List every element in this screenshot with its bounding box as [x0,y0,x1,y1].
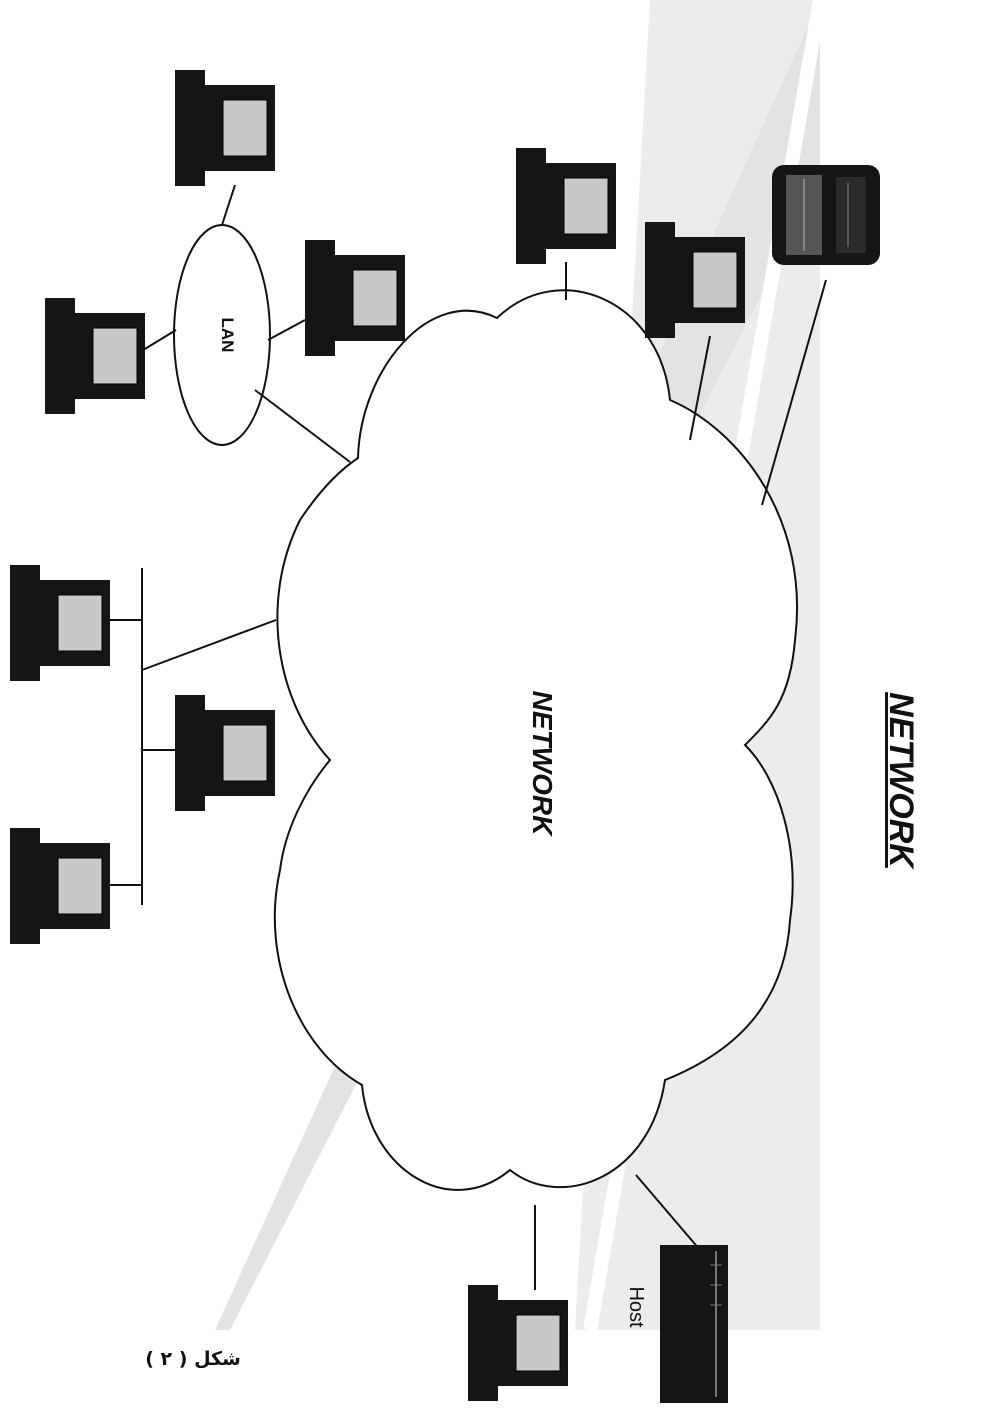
computer-icon [175,70,275,186]
computer-icon [468,1285,568,1401]
computer-icon [645,222,745,338]
computer-icon [10,828,110,944]
lan-link-top [221,184,236,226]
host-icon [660,1245,728,1403]
cloud-label: NETWORK [527,690,558,836]
network-cloud [273,289,798,1191]
lan-link-right [267,319,306,341]
computer-icon [305,240,405,356]
lan-to-cloud-link [254,389,351,463]
computer-icon [45,298,145,414]
link-computer-mid-right [689,335,711,441]
bus-to-cloud-link [141,619,277,671]
lan-label: LAN [218,317,237,353]
diagram-title: NETWORK [882,692,920,868]
computer-icon [516,148,616,264]
figure-caption: شكل ( ٢ ) [145,1348,241,1370]
printer-icon [772,165,880,265]
link-printer [761,279,827,506]
computer-icon [175,695,275,811]
link-host [635,1174,701,1251]
host-label: Host [625,1286,647,1328]
computer-icon [10,565,110,681]
